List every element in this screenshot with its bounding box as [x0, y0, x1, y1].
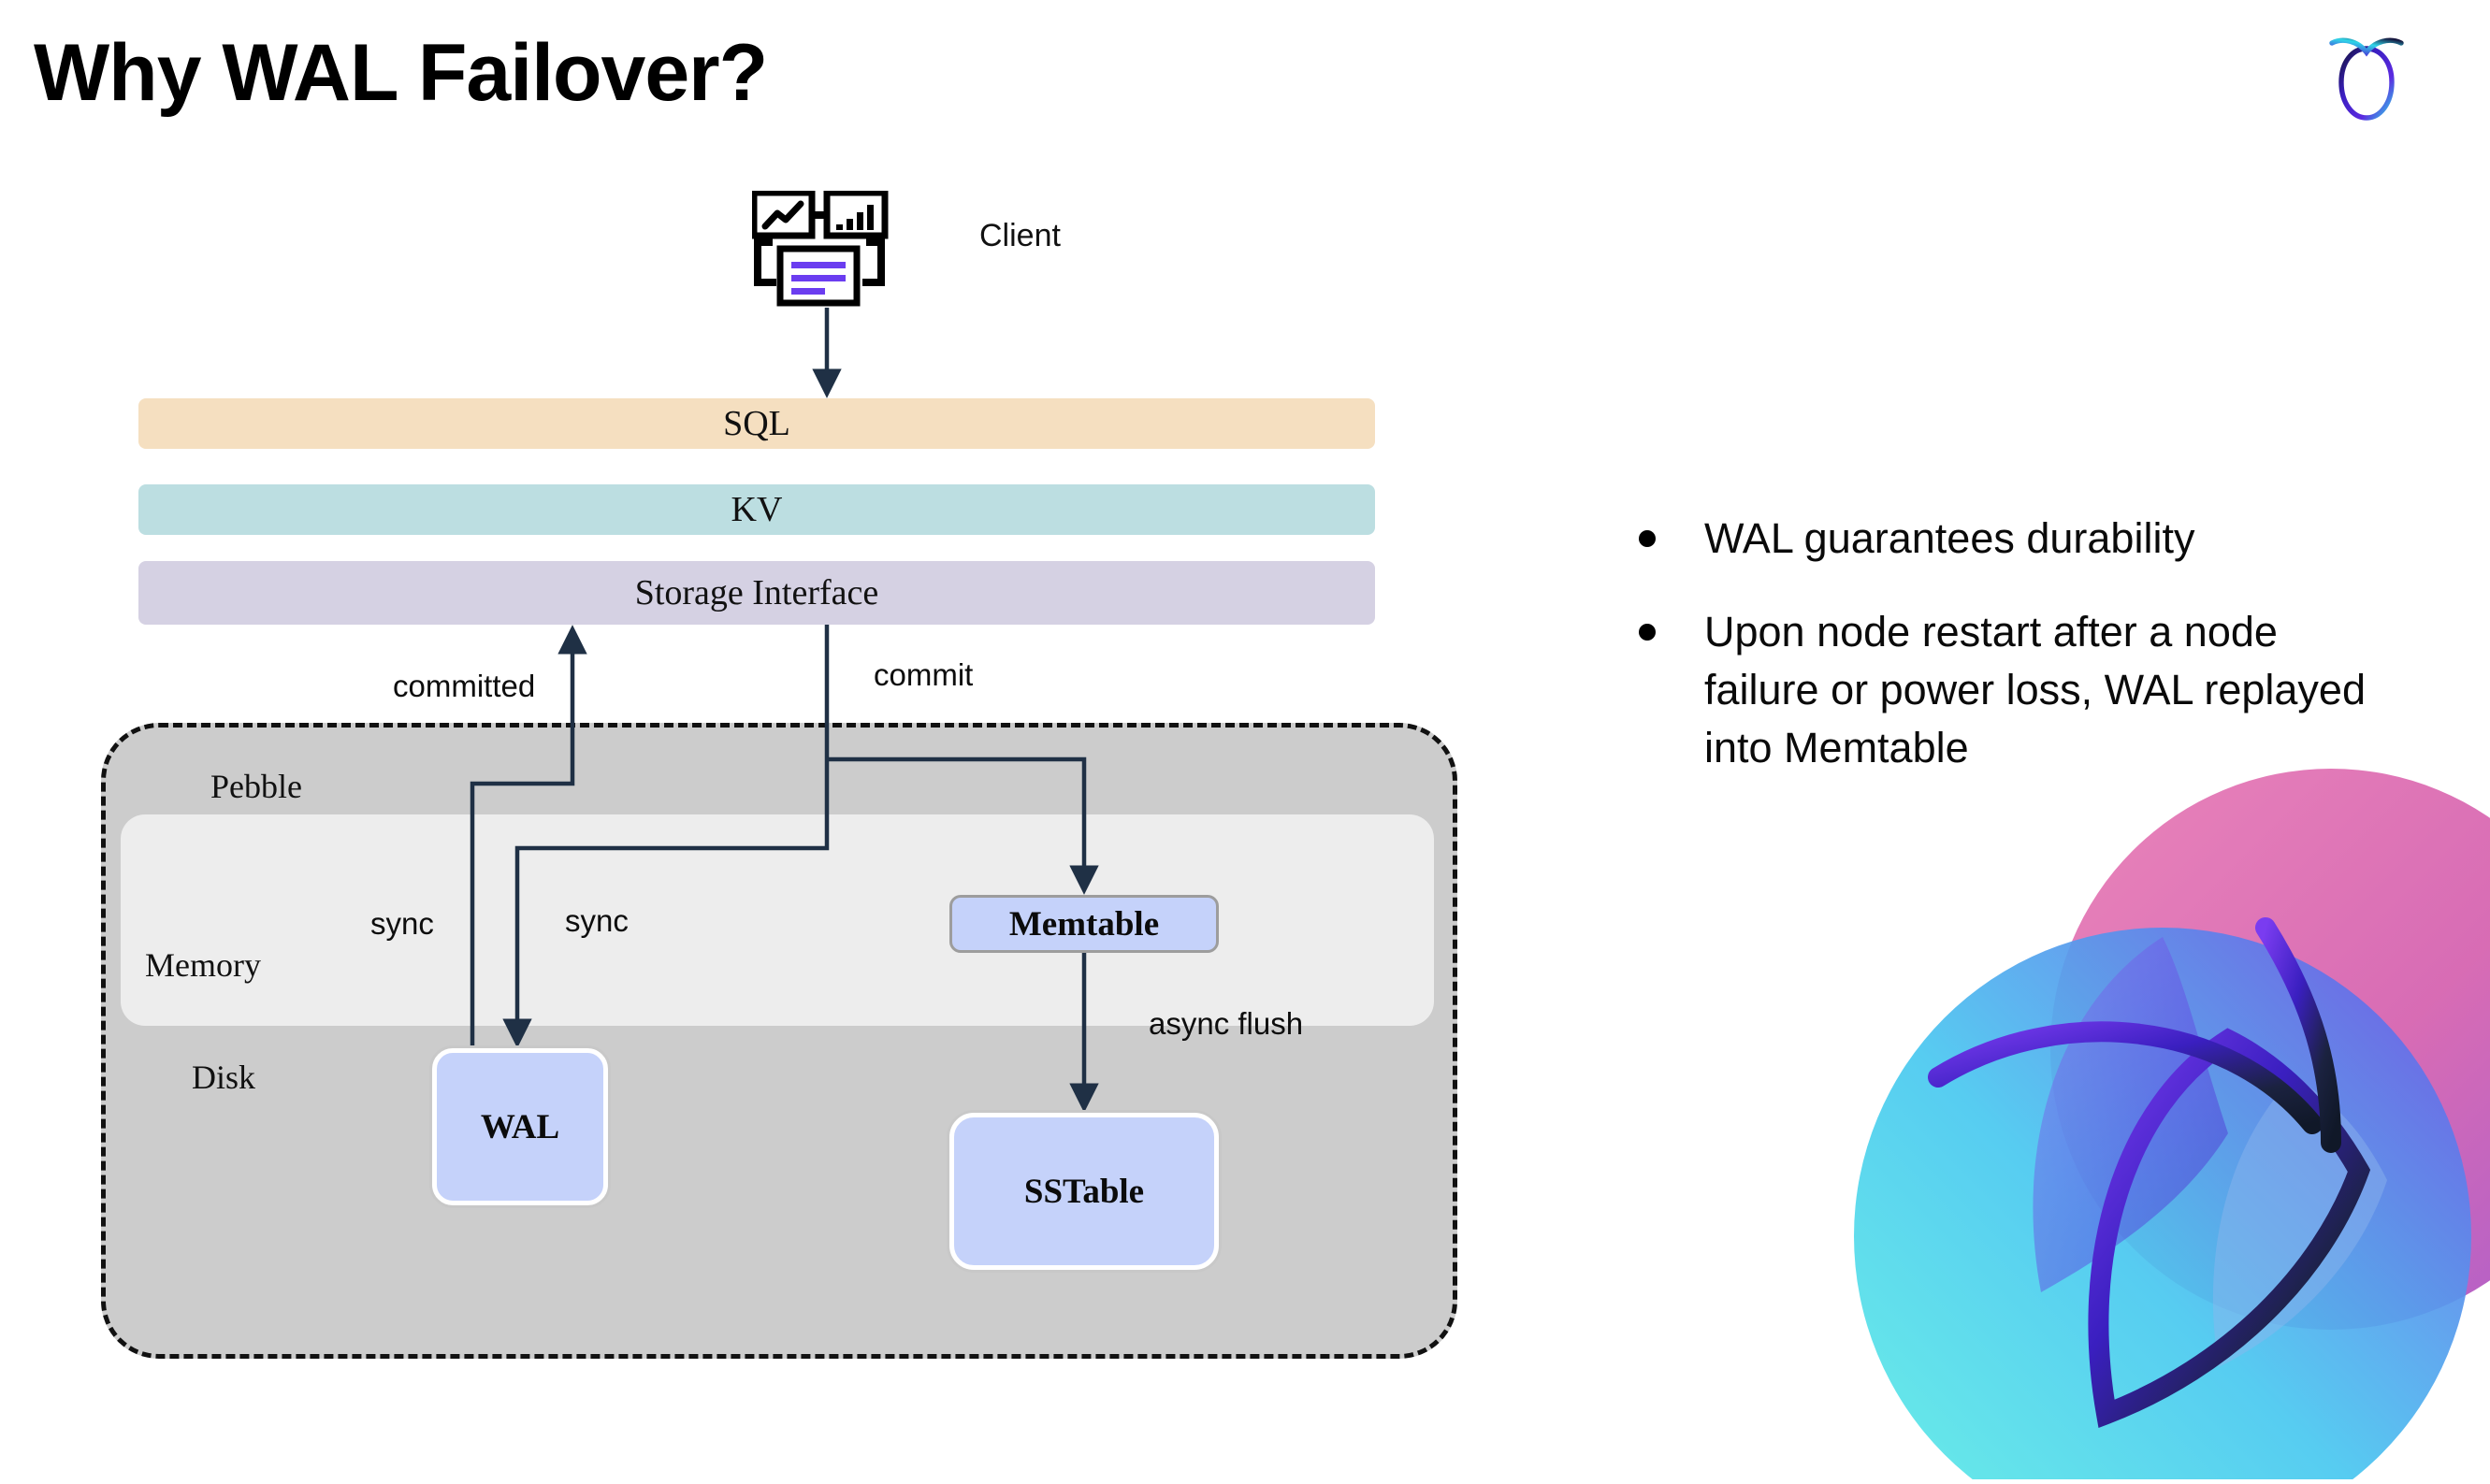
node-memtable: Memtable [949, 895, 1219, 953]
architecture-diagram: Client SQL KV Storage Interface Pebble M… [101, 189, 1457, 1359]
edge-label-committed: committed [393, 669, 536, 703]
memory-label: Memory [145, 946, 261, 984]
list-item: Upon node restart after a node failure o… [1639, 603, 2387, 777]
page-title: Why WAL Failover? [34, 28, 768, 118]
bullet-text: Upon node restart after a node failure o… [1704, 608, 2366, 772]
bullet-dot-icon [1639, 530, 1656, 547]
edge-label-sync-left: sync [370, 906, 434, 941]
node-sstable: SSTable [949, 1113, 1219, 1270]
bullet-dot-icon [1639, 624, 1656, 641]
layer-bar-storage-interface: Storage Interface [138, 561, 1375, 625]
diagram-edges [470, 308, 1099, 1113]
edge-label-async-flush: async flush [1149, 1006, 1304, 1041]
layer-label-sql: SQL [723, 404, 790, 443]
cockroachdb-logo-icon [2326, 24, 2407, 125]
bullet-list: WAL guarantees durability Upon node rest… [1639, 510, 2387, 813]
client-dashboard-icon [750, 189, 902, 308]
list-item: WAL guarantees durability [1639, 510, 2387, 568]
bullet-text: WAL guarantees durability [1704, 514, 2195, 562]
layer-label-kv: KV [731, 490, 783, 529]
layer-bar-sql: SQL [138, 398, 1375, 449]
layer-bar-kv: KV [138, 484, 1375, 535]
node-wal: WAL [432, 1048, 608, 1205]
client-label: Client [979, 218, 1061, 253]
pebble-label: Pebble [210, 768, 302, 805]
edge-label-sync-right: sync [565, 903, 629, 938]
edge-label-commit: commit [874, 657, 974, 692]
node-label-sstable: SSTable [1023, 1172, 1145, 1211]
layer-label-storage: Storage Interface [634, 573, 879, 612]
cockroachdb-watermark-graphic [1826, 769, 2490, 1484]
disk-label: Disk [192, 1059, 256, 1096]
node-label-wal: WAL [480, 1107, 560, 1146]
node-label-memtable: Memtable [1008, 904, 1160, 944]
